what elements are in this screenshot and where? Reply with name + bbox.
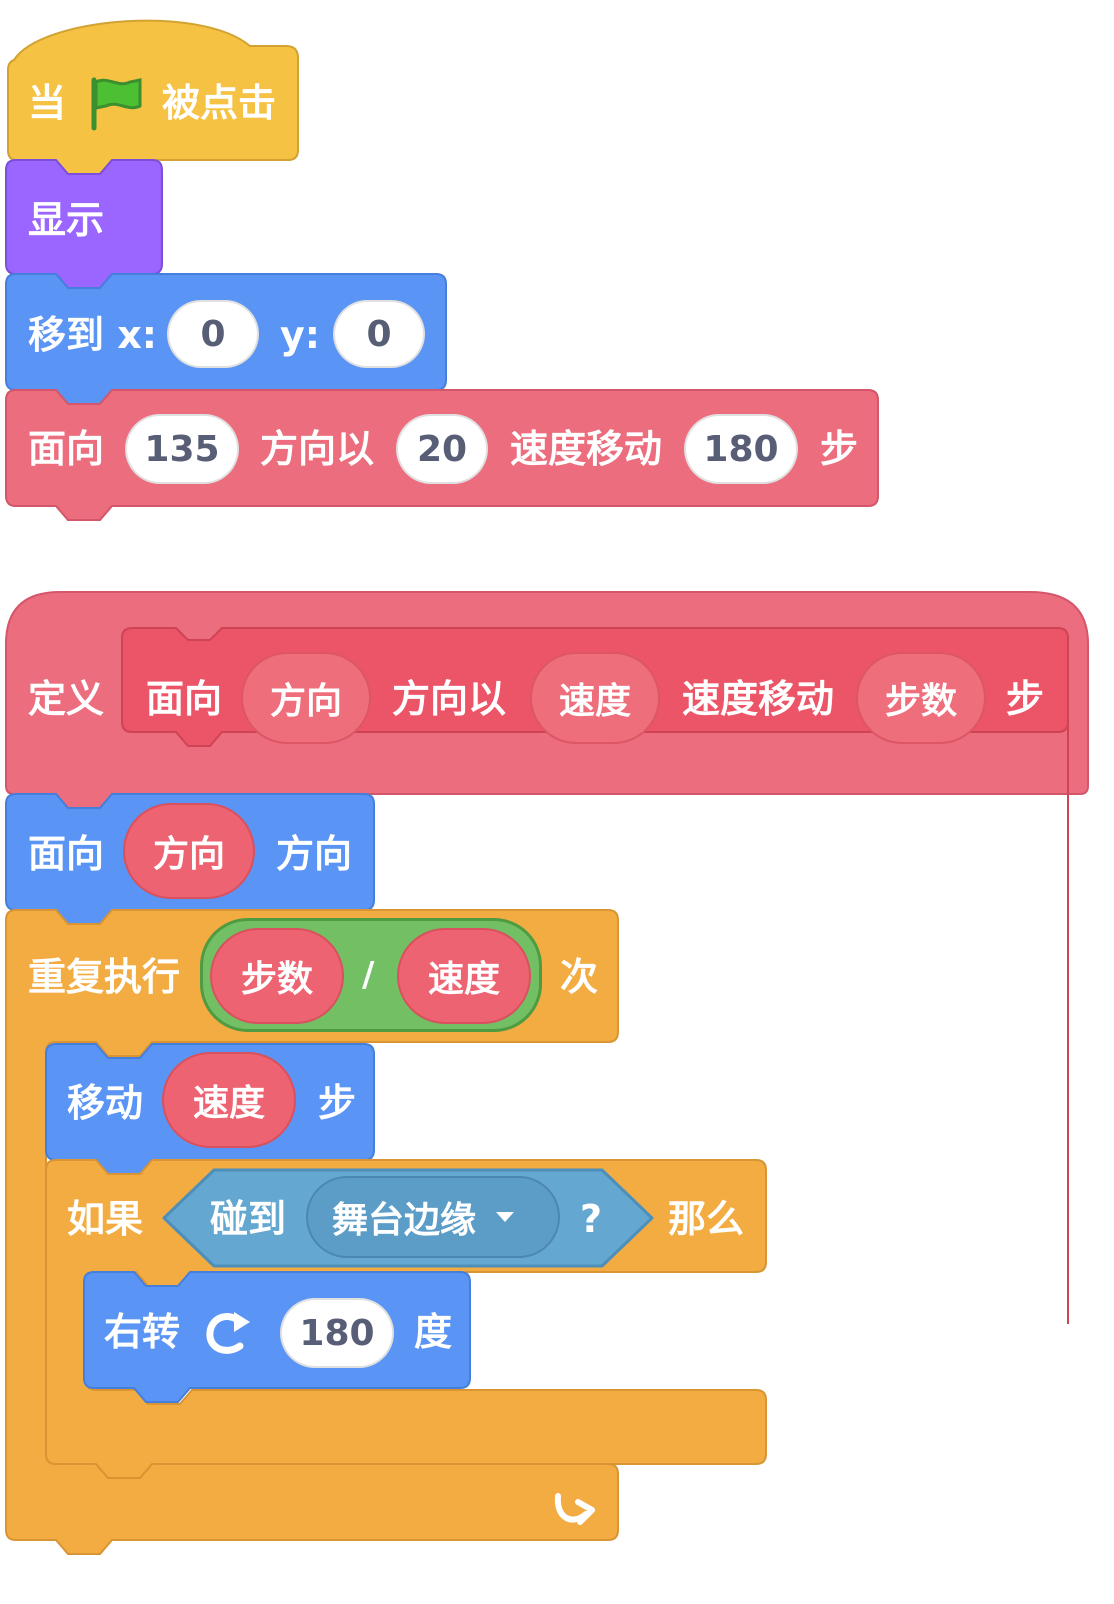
- call-speed-input[interactable]: 20: [396, 414, 488, 484]
- touching-question: ?: [580, 1197, 603, 1241]
- hat-text-when: 当: [28, 81, 67, 125]
- dropdown-arrow-icon: [496, 1212, 515, 1222]
- move-speed-reporter[interactable]: 速度: [162, 1052, 296, 1148]
- show-label: 显示: [28, 198, 105, 242]
- touching-target-value: 舞台边缘: [332, 1200, 477, 1241]
- if-then-label: 那么: [668, 1197, 745, 1241]
- if-label: 如果: [67, 1197, 144, 1241]
- repeat-speed-reporter[interactable]: 速度: [397, 928, 531, 1024]
- green-flag-icon: [91, 77, 142, 131]
- loop-arrow-icon: [554, 1493, 595, 1525]
- arg-direction-reporter[interactable]: 方向: [241, 652, 371, 744]
- arg-speed-reporter[interactable]: 速度: [530, 652, 660, 744]
- point-text-face: 面向: [28, 832, 105, 876]
- point-direction-reporter[interactable]: 方向: [123, 803, 255, 899]
- touching-target-dropdown[interactable]: 舞台边缘: [306, 1176, 560, 1258]
- turn-text: 右转: [104, 1310, 181, 1354]
- define-label: 定义: [28, 677, 105, 721]
- hat-text-clicked: 被点击: [162, 81, 277, 125]
- when-flag-clicked-block[interactable]: [0, 0, 320, 180]
- arg-steps-reporter[interactable]: 步数: [856, 652, 986, 744]
- call-direction-input[interactable]: 135: [125, 414, 239, 484]
- touching-label: 碰到: [210, 1197, 287, 1241]
- proto-text-face: 面向: [146, 677, 223, 721]
- goto-x-input[interactable]: 0: [167, 300, 259, 368]
- goto-y-label: y:: [280, 313, 320, 357]
- turn-degrees-input[interactable]: 180: [280, 1298, 394, 1368]
- call-text-face: 面向: [28, 427, 105, 471]
- call-text-speed-move: 速度移动: [510, 427, 663, 471]
- proto-text-speed-move: 速度移动: [682, 677, 835, 721]
- goto-label: 移到 x:: [28, 313, 157, 357]
- proto-text-direction-with: 方向以: [392, 677, 507, 721]
- turn-right-icon: [206, 1312, 250, 1354]
- call-steps-input[interactable]: 180: [684, 414, 798, 484]
- divide-sign: /: [362, 955, 375, 995]
- call-text-steps: 步: [820, 427, 859, 471]
- proto-text-steps: 步: [1006, 677, 1045, 721]
- call-text-direction-with: 方向以: [260, 427, 375, 471]
- goto-y-input[interactable]: 0: [333, 300, 425, 368]
- move-text: 移动: [67, 1081, 144, 1125]
- turn-degrees-text: 度: [414, 1310, 453, 1354]
- repeat-suffix: 次: [560, 955, 599, 999]
- move-steps-text: 步: [318, 1081, 357, 1125]
- repeat-label: 重复执行: [28, 955, 181, 999]
- repeat-steps-reporter[interactable]: 步数: [210, 928, 344, 1024]
- point-text-direction: 方向: [276, 832, 353, 876]
